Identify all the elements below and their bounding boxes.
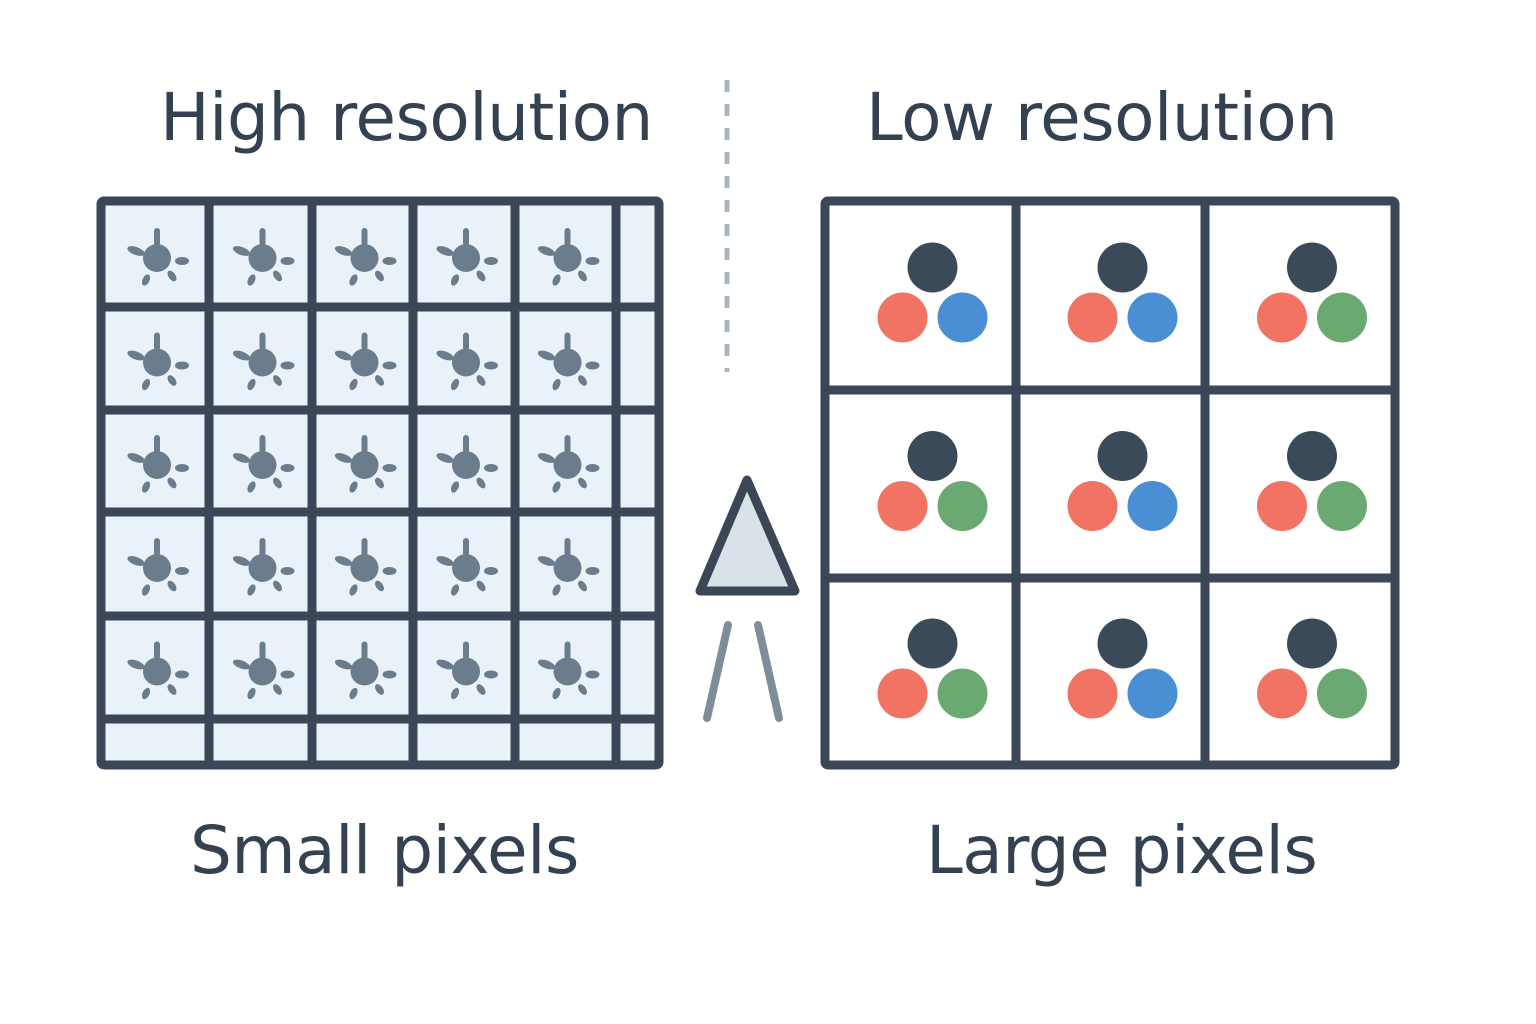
green-subpixel bbox=[1317, 668, 1367, 719]
red-subpixel bbox=[877, 668, 928, 719]
blue-subpixel bbox=[1127, 292, 1178, 343]
low-resolution-pixel-grid bbox=[820, 196, 1400, 770]
green-subpixel bbox=[1317, 481, 1367, 531]
dark-subpixel bbox=[1287, 618, 1337, 669]
rgb-subpixel-cluster-icon bbox=[1257, 242, 1367, 343]
rgb-subpixel-cluster-icon bbox=[1257, 431, 1367, 531]
red-subpixel bbox=[877, 481, 928, 531]
high-resolution-title: High resolution bbox=[160, 79, 653, 156]
dark-subpixel bbox=[907, 242, 958, 293]
rgb-subpixel-cluster-icon bbox=[1067, 242, 1178, 343]
triangle-tripod-icon bbox=[695, 475, 800, 722]
green-subpixel bbox=[937, 668, 988, 719]
rgb-subpixel-cluster-icon bbox=[877, 618, 988, 719]
dark-subpixel bbox=[1287, 242, 1337, 293]
green-subpixel bbox=[937, 481, 988, 531]
small-pixels-caption: Small pixels bbox=[190, 812, 579, 889]
green-subpixel bbox=[1317, 292, 1367, 343]
low-resolution-grid-lines bbox=[820, 196, 1400, 770]
red-subpixel bbox=[1067, 481, 1118, 531]
high-resolution-pixel-grid bbox=[96, 196, 664, 770]
blue-subpixel bbox=[1127, 668, 1178, 719]
red-subpixel bbox=[1257, 481, 1307, 531]
red-subpixel bbox=[1067, 668, 1118, 719]
red-subpixel bbox=[877, 292, 928, 343]
dark-subpixel bbox=[1097, 431, 1148, 481]
dark-subpixel bbox=[1097, 618, 1148, 669]
low-resolution-title: Low resolution bbox=[866, 79, 1338, 156]
red-subpixel bbox=[1257, 292, 1307, 343]
red-subpixel bbox=[1067, 292, 1118, 343]
dark-subpixel bbox=[907, 431, 958, 481]
red-subpixel bbox=[1257, 668, 1307, 719]
rgb-subpixel-cluster-icon bbox=[1257, 618, 1367, 719]
dark-subpixel bbox=[1287, 431, 1337, 481]
dark-subpixel bbox=[907, 618, 958, 669]
dark-subpixel bbox=[1097, 242, 1148, 293]
rgb-subpixel-cluster-icon bbox=[877, 242, 988, 343]
rgb-subpixel-cluster-icon bbox=[877, 431, 988, 531]
high-resolution-grid-lines bbox=[96, 196, 664, 770]
rgb-subpixel-cluster-icon bbox=[1067, 431, 1178, 531]
high-resolution-grid-border bbox=[96, 196, 664, 770]
large-pixels-caption: Large pixels bbox=[926, 812, 1318, 889]
blue-subpixel bbox=[937, 292, 988, 343]
low-resolution-grid-border bbox=[820, 196, 1400, 770]
rgb-subpixel-cluster-icon bbox=[1067, 618, 1178, 719]
blue-subpixel bbox=[1127, 481, 1178, 531]
